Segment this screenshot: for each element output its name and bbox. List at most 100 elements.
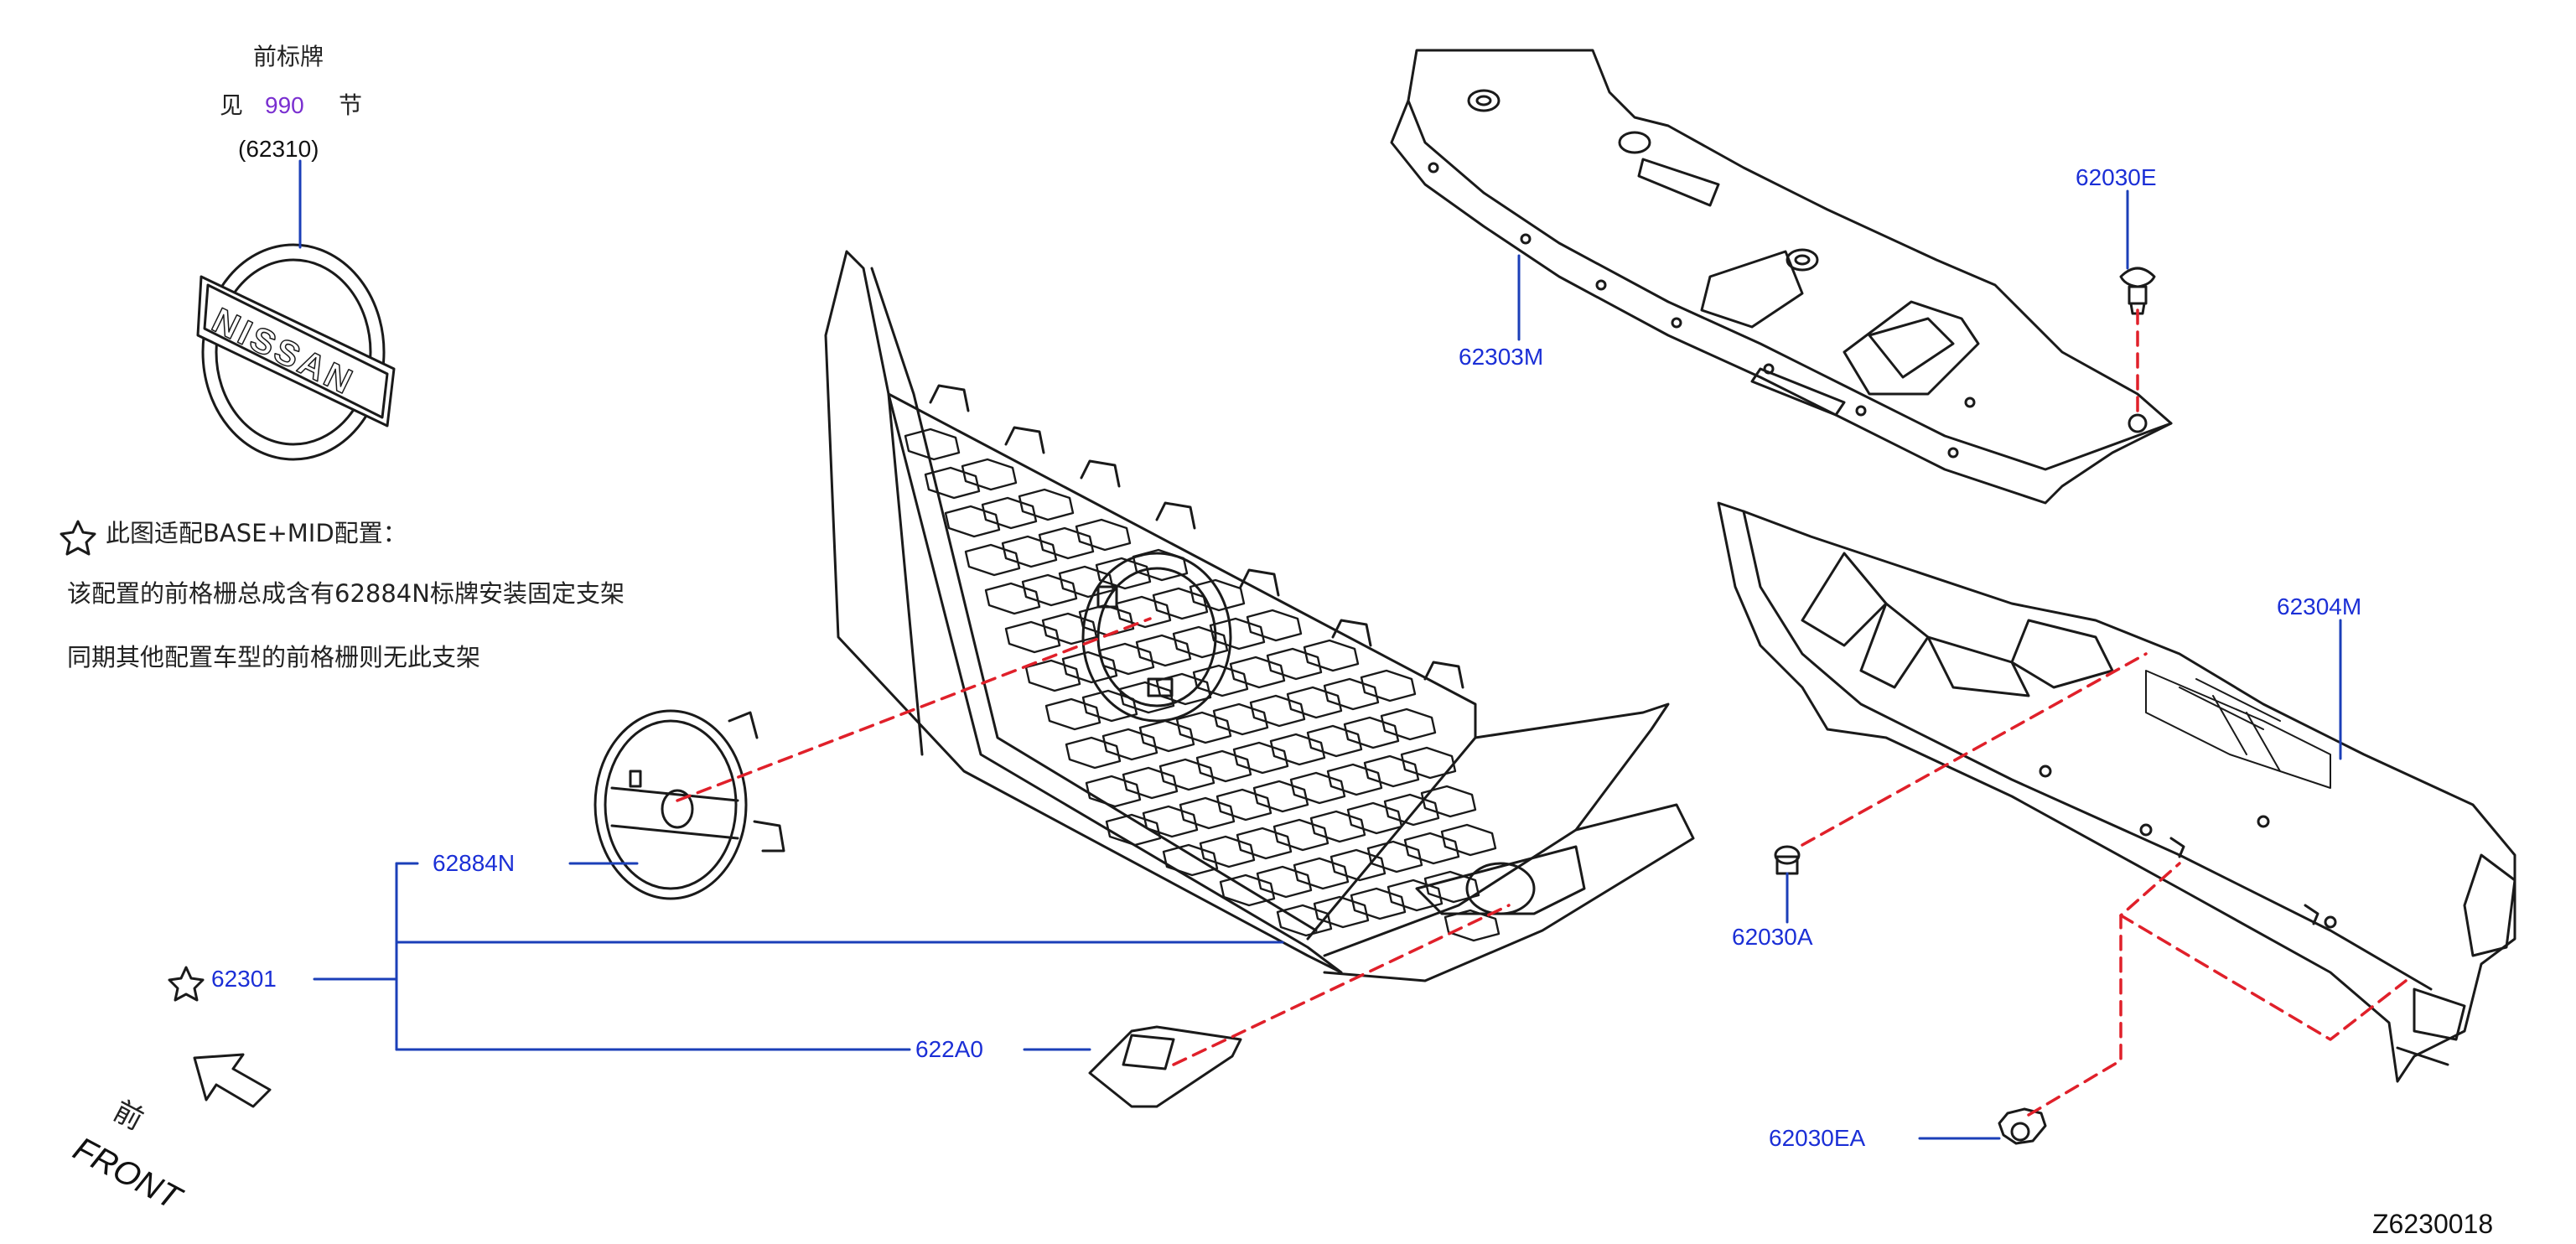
mesh-cell [1329,848,1386,882]
mesh-cell [1360,669,1417,702]
mesh-cell [1075,518,1132,552]
part-label-62304M[interactable]: 62304M [2277,593,2362,619]
mesh-cell [1189,578,1246,612]
mesh-cell [1044,697,1101,731]
mesh-cell [1289,771,1346,805]
mesh-cell [964,543,1021,577]
mesh-cell [1383,793,1440,827]
mesh-cell [1135,634,1192,667]
part-label-62030EA[interactable]: 62030EA [1769,1125,1866,1151]
mesh-cell [1232,741,1289,775]
mesh-cell [1122,766,1179,800]
mesh-cell [1249,694,1306,728]
mesh-cell [1272,818,1329,852]
mesh-cell [1403,832,1460,865]
mesh-cell [1326,763,1383,796]
badge-ref-section-suffix: 节 [339,91,363,119]
mesh-cell [1004,620,1061,654]
badge-ref-title: 前标牌 [253,43,324,70]
mesh-cell [1018,488,1075,521]
mesh-cell [1209,617,1266,651]
mesh-cell [1115,595,1172,629]
mesh-cell [1306,724,1363,758]
part-label-62301[interactable]: 62301 [211,966,277,992]
grille-honeycomb-mesh [904,428,1501,942]
mesh-cell [1179,796,1236,830]
mesh-cell [1095,557,1152,590]
mesh-cell [1199,835,1256,868]
mesh-cell [1118,681,1175,714]
mesh-cell [1366,840,1423,873]
badge-bracket-62884N [593,709,785,900]
mesh-cell [1041,612,1098,645]
mesh-cell [1363,754,1420,788]
mesh-cell [924,466,981,500]
badge-ref-section-link[interactable]: 990 [265,92,304,118]
mesh-cell [981,496,1038,530]
mesh-cell [1215,788,1272,822]
mesh-cell [1380,708,1437,741]
front-grille-62301 [824,250,1695,982]
mesh-cell [1172,625,1229,659]
part-label-62303M[interactable]: 62303M [1459,344,1544,370]
mesh-cell [961,458,1018,491]
bolt-62030A [1774,845,1801,875]
mesh-cell [1229,656,1286,689]
note-line-3: 同期其他配置车型的前格栅则无此支架 [67,643,481,671]
mesh-cell [1195,749,1252,783]
mesh-cell [1276,904,1333,937]
mesh-cell [1343,716,1400,749]
lower-support-62304M [1717,501,2516,1083]
mesh-cell [1386,879,1443,912]
part-label-62030A[interactable]: 62030A [1732,924,1813,950]
mesh-cell [1158,758,1215,791]
mesh-cell [1061,651,1118,684]
part-label-622A0[interactable]: 622A0 [915,1036,983,1062]
mesh-cell [1323,677,1380,711]
grille-top-tabs [929,384,1464,689]
mesh-cell [1440,823,1497,857]
upper-cover-62303M [1390,49,2173,505]
mesh-cell [1252,780,1309,813]
mesh-cell [1346,801,1403,835]
mesh-cell [1313,895,1370,929]
mesh-cell [1269,733,1326,766]
clip-62030EA [1998,1107,2047,1145]
mesh-cell [1443,909,1501,942]
fog-trim-622A0 [1088,1025,1242,1108]
mesh-cell [1162,843,1219,877]
mesh-cell [1101,728,1158,761]
mesh-cell [1303,639,1360,672]
part-label-62884N[interactable]: 62884N [433,850,516,876]
callout-lines [298,159,2342,1140]
mesh-cell [1266,647,1323,681]
diagram-id: Z6230018 [2372,1209,2494,1239]
mesh-cell [1142,805,1199,838]
clip-62030E [2119,267,2156,315]
mesh-cell [1293,857,1350,890]
mesh-cell [1400,746,1457,780]
mesh-cell [984,582,1041,615]
star-outline-icon [168,966,205,1002]
mesh-cell [1024,659,1081,692]
mesh-cell [1175,711,1232,744]
mesh-cell [1246,609,1303,642]
mesh-cell [944,505,1001,538]
mesh-cell [1350,887,1407,920]
mesh-cell [1001,535,1058,568]
mesh-cell [1105,813,1162,847]
mesh-cell [1286,686,1343,719]
front-direction-arrow-icon [193,1053,272,1108]
badge-ref-part-no: (62310) [238,136,319,162]
mesh-cell [1219,873,1276,907]
part-label-62030E[interactable]: 62030E [2076,164,2157,190]
note-line-2: 该配置的前格栅总成含有62884N标牌安装固定支架 [67,579,625,608]
mesh-cell [1256,865,1313,899]
mesh-cell [1420,785,1477,818]
mesh-cell [1309,810,1366,843]
mesh-cell [1081,689,1138,723]
mesh-cell [1065,736,1122,770]
mesh-cell [1152,587,1209,620]
